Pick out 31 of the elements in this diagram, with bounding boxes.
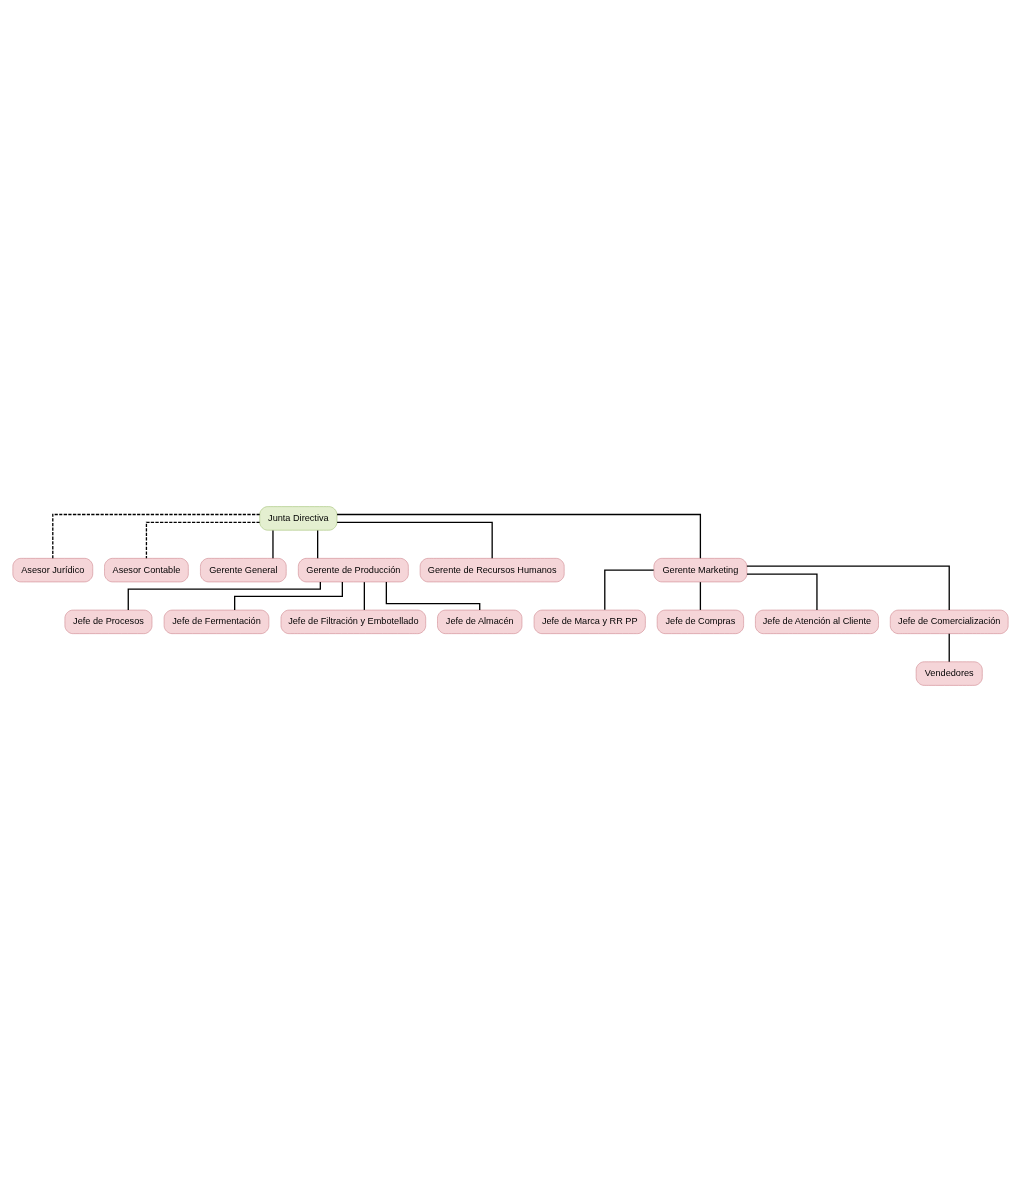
node-box: Gerente de Producción [298, 557, 409, 582]
node-box: Jefe de Comercialización [889, 609, 1009, 634]
node-box: Asesor Jurídico [12, 557, 94, 582]
connector [145, 521, 261, 559]
node-box: Jefe de Atención al Cliente [755, 609, 879, 634]
connector [699, 580, 702, 611]
node-box: Jefe de Fermentación [163, 609, 270, 634]
connector [336, 513, 702, 559]
node-box: Jefe de Filtración y Embotellado [280, 609, 427, 634]
node-box: Gerente Marketing [653, 557, 748, 582]
node-box: Jefe de Compras [656, 609, 744, 634]
node-box: Gerente General [200, 557, 287, 582]
node-box: Vendedores [915, 661, 983, 686]
node-box: Jefe de Procesos [64, 609, 153, 634]
connector [363, 580, 365, 611]
connector [272, 529, 274, 559]
node-box: Jefe de Marca y RR PP [533, 609, 646, 634]
connector [127, 580, 321, 611]
connector [336, 521, 493, 559]
connector [234, 580, 343, 611]
node-box: Junta Directiva [259, 505, 338, 530]
connector [746, 572, 818, 611]
node-box: Asesor Contable [104, 557, 189, 582]
node-box: Gerente de Recursos Humanos [419, 557, 565, 582]
connector [746, 565, 950, 611]
connector [52, 513, 261, 559]
connector [385, 580, 481, 611]
node-box: Jefe de Almacén [437, 609, 523, 634]
connector [948, 632, 950, 662]
connector [604, 569, 655, 611]
connector [317, 529, 319, 559]
